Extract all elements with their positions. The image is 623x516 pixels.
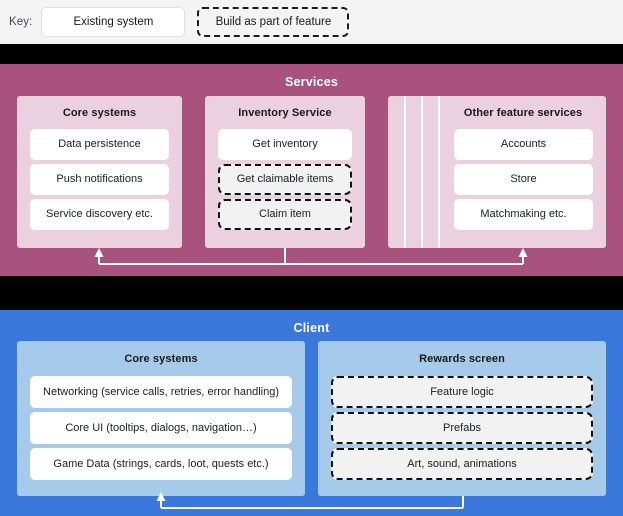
services-item-accounts: Accounts xyxy=(454,129,593,160)
key-chip-existing-system: Existing system xyxy=(41,7,186,37)
client-item-networking-label: Networking (service calls, retries, erro… xyxy=(43,385,279,398)
services-item-accounts-label: Accounts xyxy=(500,138,547,151)
services-core-systems-title: Core systems xyxy=(62,107,137,119)
services-group-inventory-service: Inventory Service Get inventory Get clai… xyxy=(205,96,365,248)
client-item-core-ui: Core UI (tooltips, dialogs, navigation…) xyxy=(30,412,292,444)
gap-above-services xyxy=(0,44,623,64)
services-item-get-claimable-items-label: Get claimable items xyxy=(236,173,334,186)
key-chip-build-as-part-of-feature: Build as part of feature xyxy=(197,7,350,37)
client-band: Client Core systems Networking (service … xyxy=(0,310,623,516)
arrowhead-to-other-services xyxy=(518,248,528,257)
services-item-service-discovery-label: Service discovery etc. xyxy=(46,208,153,221)
client-item-feature-logic: Feature logic xyxy=(331,376,593,408)
services-group-other-feature-services: Other feature services Accounts Store Ma… xyxy=(388,96,606,248)
key-chip-build-label: Build as part of feature xyxy=(215,16,332,28)
services-item-get-inventory: Get inventory xyxy=(218,129,352,160)
client-item-prefabs: Prefabs xyxy=(331,412,593,444)
client-item-game-data: Game Data (strings, cards, loot, quests … xyxy=(30,448,292,480)
services-group-core-systems: Core systems Data persistence Push notif… xyxy=(17,96,182,248)
key-chip-existing-system-label: Existing system xyxy=(73,16,154,28)
client-group-core-systems: Core systems Networking (service calls, … xyxy=(17,341,305,496)
client-title: Client xyxy=(293,321,330,335)
stack-sliver-2 xyxy=(421,96,423,248)
services-item-store-label: Store xyxy=(510,173,537,186)
services-item-push-notifications-label: Push notifications xyxy=(56,173,143,186)
key-legend-bar: Key: Existing system Build as part of fe… xyxy=(0,0,623,44)
client-item-feature-logic-label: Feature logic xyxy=(430,385,494,398)
client-item-art-sound-animations-label: Art, sound, animations xyxy=(407,457,517,470)
gap-between-bands xyxy=(0,276,623,310)
services-title: Services xyxy=(284,75,339,89)
stack-sliver-1 xyxy=(404,96,406,248)
services-item-data-persistence: Data persistence xyxy=(30,129,169,160)
services-item-store: Store xyxy=(454,164,593,195)
client-group-rewards-screen: Rewards screen Feature logic Prefabs Art… xyxy=(318,341,606,496)
services-other-feature-services-title: Other feature services xyxy=(463,107,583,119)
services-item-data-persistence-label: Data persistence xyxy=(58,138,141,151)
stack-sliver-3 xyxy=(438,96,440,248)
services-item-service-discovery: Service discovery etc. xyxy=(30,199,169,230)
key-label: Key: xyxy=(9,16,33,28)
services-item-claim-item-label: Claim item xyxy=(259,208,311,221)
services-item-matchmaking-label: Matchmaking etc. xyxy=(480,208,567,221)
services-item-get-claimable-items: Get claimable items xyxy=(218,164,352,195)
services-band: Services Core systems Data persistence P… xyxy=(0,64,623,276)
client-core-systems-title: Core systems xyxy=(124,353,198,365)
services-item-matchmaking: Matchmaking etc. xyxy=(454,199,593,230)
arrowhead-to-core-systems xyxy=(94,248,104,257)
services-inventory-service-title: Inventory Service xyxy=(238,107,332,119)
client-rewards-screen-title: Rewards screen xyxy=(419,353,505,365)
client-item-art-sound-animations: Art, sound, animations xyxy=(331,448,593,480)
services-item-claim-item: Claim item xyxy=(218,199,352,230)
client-item-game-data-label: Game Data (strings, cards, loot, quests … xyxy=(53,457,269,470)
services-item-push-notifications: Push notifications xyxy=(30,164,169,195)
client-item-networking: Networking (service calls, retries, erro… xyxy=(30,376,292,408)
client-item-prefabs-label: Prefabs xyxy=(443,421,481,434)
services-item-get-inventory-label: Get inventory xyxy=(252,138,318,151)
client-item-core-ui-label: Core UI (tooltips, dialogs, navigation…) xyxy=(65,421,257,434)
